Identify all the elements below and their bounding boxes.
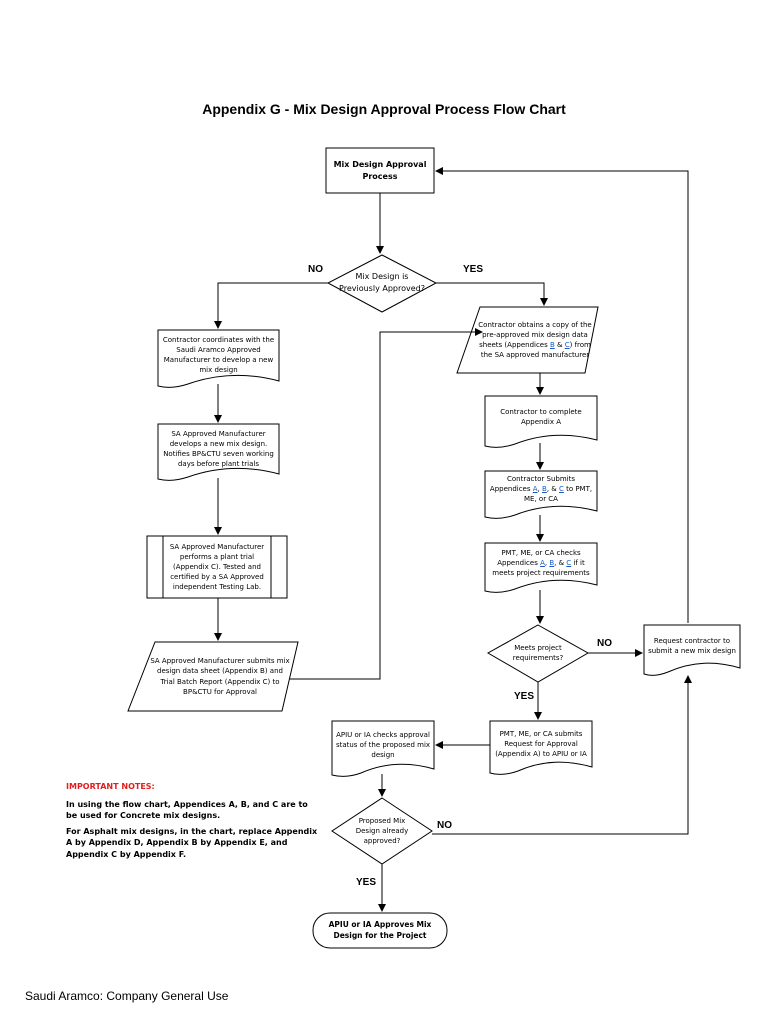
page-title: Appendix G - Mix Design Approval Process… xyxy=(202,101,566,117)
complete-appendix-a-text: Contractor to complete Appendix A xyxy=(500,407,582,426)
footer-classification: Saudi Aramco: Company General Use xyxy=(25,989,229,1003)
note-concrete: In using the flow chart, Appendices A, B… xyxy=(66,799,308,821)
decision-previously-approved xyxy=(326,254,438,313)
start-process-text: Mix Design Approval Process xyxy=(333,159,427,181)
apiu-checks-text: APIU or IA checks approval status of the… xyxy=(335,730,431,760)
appendix-b-link[interactable]: B xyxy=(542,484,547,493)
end-terminator xyxy=(312,912,448,949)
decision-previously-approved-text: Mix Design is Previously Approved? xyxy=(339,272,425,293)
important-notes: IMPORTANT NOTES: In using the flow chart… xyxy=(66,781,320,865)
no-label: NO xyxy=(437,820,452,831)
end-terminator-text: APIU or IA Approves Mix Design for the P… xyxy=(328,919,432,940)
note-asphalt: For Asphalt mix designs, in the chart, r… xyxy=(66,826,318,859)
obtain-copy-text: Contractor obtains a copy of the pre-app… xyxy=(478,320,592,360)
no-label: NO xyxy=(597,638,612,649)
checks-text: PMT, ME, or CA checks Appendices A, B, &… xyxy=(492,548,590,578)
sa-submits-box xyxy=(127,641,299,712)
sa-develops-text: SA Approved Manufacturer develops a new … xyxy=(163,429,274,469)
yes-label: YES xyxy=(463,264,484,275)
appendix-b-link[interactable]: B xyxy=(549,558,555,567)
sa-develops-box xyxy=(157,423,280,481)
appendix-c-link[interactable]: C xyxy=(564,341,570,349)
request-new-box xyxy=(643,624,741,676)
plant-trial-box xyxy=(146,535,288,599)
decision-already-approved-text: Proposed Mix Design already approved? xyxy=(355,816,409,846)
obtain-copy-box xyxy=(456,306,599,374)
contractor-coordinates-box xyxy=(157,329,280,388)
apiu-checks-box xyxy=(331,720,435,777)
yes-label: YES xyxy=(356,877,377,888)
appendix-c-link[interactable]: C xyxy=(558,484,564,493)
checks-box xyxy=(484,542,598,593)
notes-heading: IMPORTANT NOTES: xyxy=(66,782,155,791)
submits-request-box xyxy=(489,720,593,775)
plant-trial-text: SA Approved Manufacturer performs a plan… xyxy=(169,542,265,592)
appendix-c-link[interactable]: C xyxy=(566,558,572,567)
submits-request-text: PMT, ME, or CA submits Request for Appro… xyxy=(495,729,587,759)
appendix-a-link[interactable]: A xyxy=(532,484,538,493)
appendix-b-link[interactable]: B xyxy=(550,341,555,349)
request-new-text: Request contractor to submit a new mix d… xyxy=(648,636,736,655)
appendix-a-link[interactable]: A xyxy=(540,558,545,567)
contractor-submits-box xyxy=(484,470,598,519)
contractor-submits-text: Contractor Submits Appendices A, B, & C … xyxy=(489,474,593,504)
sa-submits-text: SA Approved Manufacturer submits mix des… xyxy=(150,657,290,696)
start-process-box xyxy=(325,147,435,194)
contractor-coordinates-text: Contractor coordinates with the Saudi Ar… xyxy=(162,335,275,375)
yes-label: YES xyxy=(514,691,535,702)
decision-meets-requirements-text: Meets project requirements? xyxy=(512,643,564,662)
complete-appendix-a-box xyxy=(484,395,598,448)
no-label: NO xyxy=(308,264,323,275)
